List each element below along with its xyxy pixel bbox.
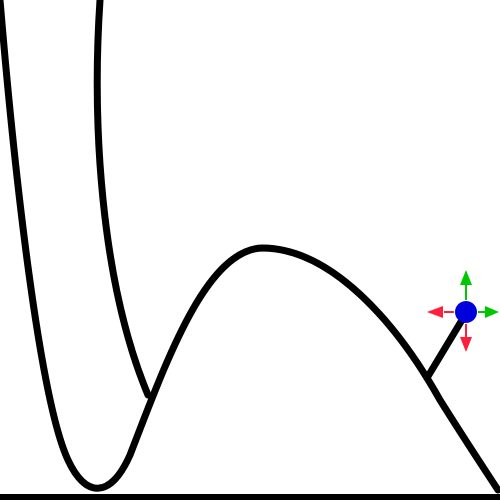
inner-branch-curve [93,0,152,399]
control-point-handle[interactable] [455,301,477,323]
move-gizmo[interactable] [427,270,499,352]
handle-connector [423,311,469,382]
arrow-up-icon[interactable] [460,270,472,285]
arrow-right-icon[interactable] [485,306,499,318]
arrow-down-icon[interactable] [460,337,472,352]
arrow-left-icon[interactable] [427,306,443,318]
